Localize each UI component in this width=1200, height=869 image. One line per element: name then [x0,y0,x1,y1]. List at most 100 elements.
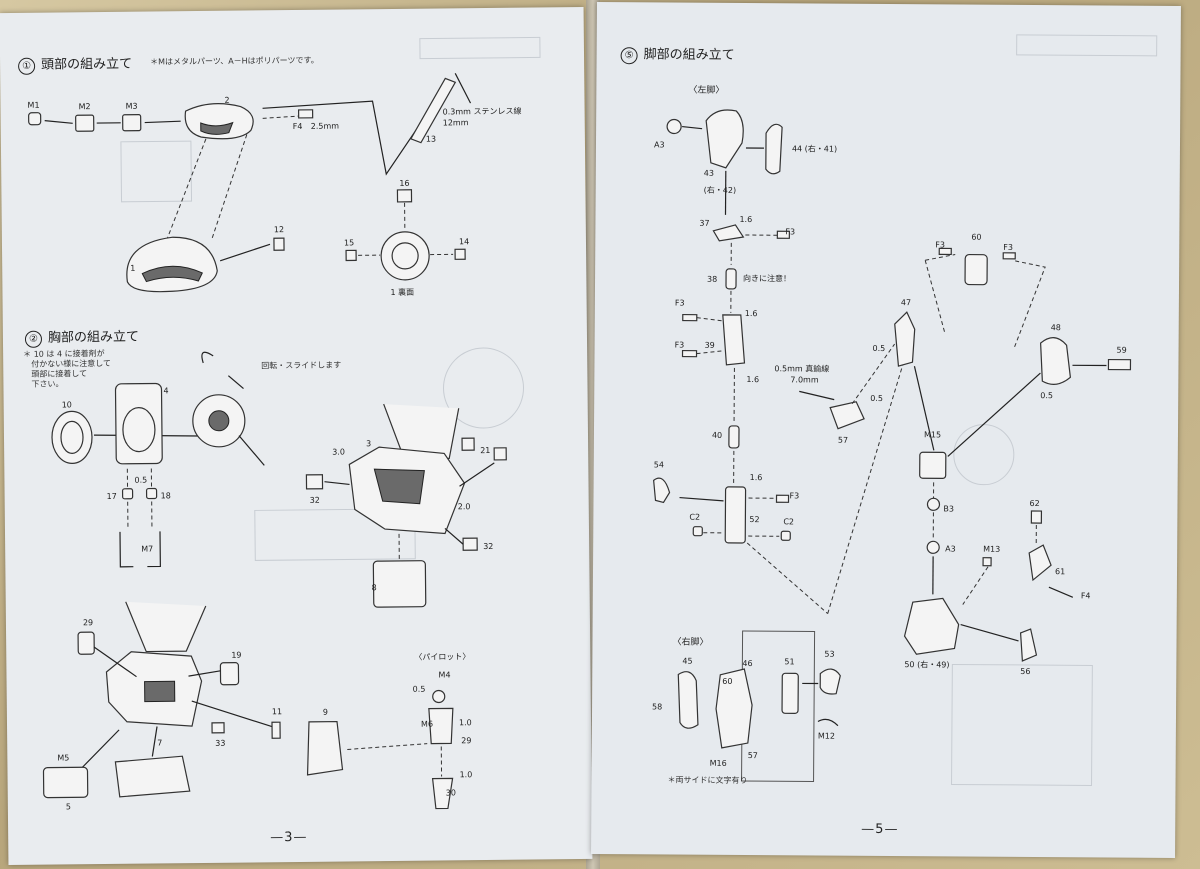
arrow [151,726,158,757]
part-43 [705,109,744,169]
label-part-12: 12 [273,225,285,235]
part-12 [273,237,285,251]
part-50 [903,597,960,655]
dashed-guide [851,343,896,405]
part-44 [765,123,783,175]
part-10-ring-inner [60,420,84,454]
label-value-1-0b: 1.0 [459,770,473,780]
label-m4: M4 [438,670,451,680]
label-part-8: 8 [371,583,377,593]
part-b3 [926,497,941,511]
part-57 [829,401,865,430]
left-leg-label: 〈左脚〉 [688,85,725,96]
label-value-0-5: 0.5 [870,393,883,403]
part-46-60 [715,668,753,749]
slide-arrow [227,375,244,390]
label-part-52: 52 [749,515,760,525]
arrow [93,646,137,678]
label-part-32a: 32 [309,495,320,505]
part-16 [396,189,413,203]
part-f3c [681,349,698,358]
label-part-57: 57 [837,435,849,445]
label-part-51: 51 [784,657,795,667]
dashed-guide [166,138,207,240]
label-part-43-right: (右・42) [703,185,737,195]
arrow [682,125,703,130]
label-m6: M6 [420,719,434,729]
section-2-title: 胸部の組み立て [47,329,140,346]
label-part-9: 9 [322,707,329,717]
label-f3d: F3 [789,491,800,501]
part-a3b [926,540,940,554]
part-m1 [28,112,42,126]
dashed-guide [347,743,428,750]
label-part-61: 61 [1054,567,1066,577]
label-part-53: 53 [824,649,835,659]
page-number-3: —3— [270,829,308,846]
arrow [459,462,495,487]
label-part-3: 3 [366,439,372,449]
ghost-shape [254,508,416,561]
label-brass-wire: 0.5mm 真鍮線 [774,364,830,374]
label-value-0-5c: 0.5 [1040,391,1054,401]
page-number-5: —5— [861,821,899,838]
part-62 [1030,510,1043,524]
label-part-58: 58 [652,702,663,712]
label-m16: M16 [709,758,727,768]
label-c2a: C2 [689,512,701,522]
side-lettering-note: ＊両サイドに文字有り [667,775,748,786]
part-18 [145,487,158,500]
label-part-4: 4 [163,386,169,396]
label-f3e: F3 [935,240,946,250]
lower-torso-back [125,601,207,653]
part-4-core [208,410,230,432]
arrow [679,496,724,502]
arrow [947,372,1041,457]
label-a3b: A3 [945,544,956,554]
label-part-54: 54 [653,460,664,470]
label-value-3-0: 3.0 [332,447,345,457]
part-37 [712,224,745,242]
part-1-back-inner [391,242,419,270]
label-part-43: 43 [703,168,715,178]
label-part-21: 21 [480,445,491,456]
label-f3b: F3 [674,298,685,308]
part-m15 [919,451,947,479]
label-part-45: 45 [682,656,693,666]
label-wire-length: 12mm [442,118,469,128]
label-part-32b: 32 [483,541,494,552]
label-part-47: 47 [900,298,912,308]
part-14 [454,248,466,260]
label-part-13: 13 [425,134,437,144]
ghost-shape [951,663,1093,786]
label-value-1-6c: 1.6 [746,375,760,385]
arrow [454,73,472,104]
label-m12: M12 [817,731,835,741]
part-17 [121,488,134,500]
arrow [191,700,278,729]
right-leg-label: 〈右脚〉 [672,637,709,648]
part-m2 [75,114,95,132]
arrow [444,527,464,545]
dashed-guide [827,358,905,614]
part-1-head [126,236,218,293]
label-part-48: 48 [1050,323,1061,333]
part-54 [653,477,671,504]
label-f4: F4 [1080,591,1091,601]
part-f3f [1002,252,1016,260]
label-value-1-6b: 1.6 [744,309,758,319]
part-f3b [682,313,698,322]
ghost-shape [953,424,1015,486]
dashed-guide [962,566,989,605]
rotate-slide-note: 回転・スライドします [261,360,342,371]
section-2-note-line: 付かない様に注意して [31,358,112,369]
arrow [1048,586,1074,598]
label-m7: M7 [141,544,154,554]
label-f3a: F3 [785,227,796,237]
part-15 [345,249,357,262]
label-wire: 0.3mm ステンレス線 [442,106,522,117]
dashed-guide [746,542,829,614]
part-13-wire [410,77,457,144]
label-b3: B3 [943,504,955,514]
part-38 [725,268,737,290]
